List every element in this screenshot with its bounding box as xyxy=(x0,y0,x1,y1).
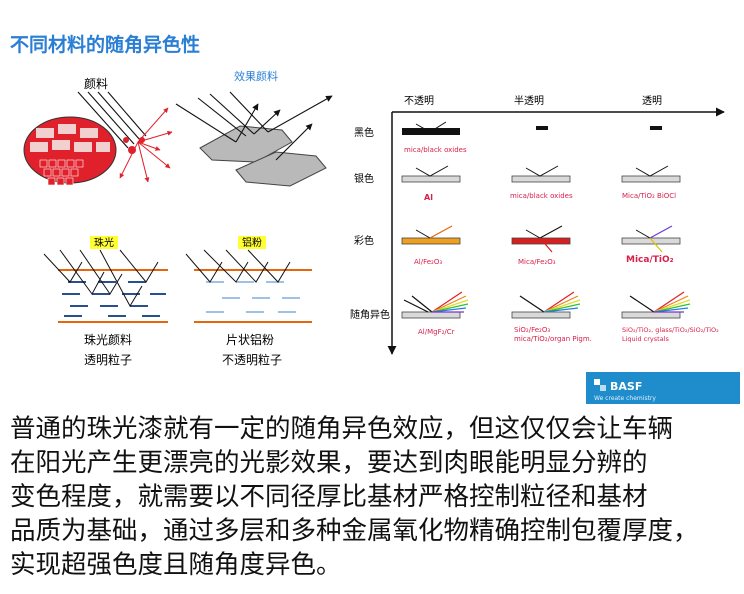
flop-trans-label-2: Liquid crystals xyxy=(622,335,669,343)
silver-bars xyxy=(401,175,681,183)
pearl-layers xyxy=(43,249,168,323)
effect-pigment-label: 效果颜料 xyxy=(234,69,278,83)
effect-pigment-flakes xyxy=(199,125,327,187)
effect-pigment-rays xyxy=(175,91,333,161)
pigment-light-rays xyxy=(77,91,147,149)
color-opaque-label: Al/Fe₂O₃ xyxy=(414,258,442,266)
aluminum-desc: 不透明粒子 xyxy=(222,352,282,367)
pearl-name: 珠光颜料 xyxy=(84,332,132,347)
basf-tagline: We create chemistry xyxy=(594,395,656,402)
flop-rainbow-rays xyxy=(403,291,691,313)
pigment-particle-cluster xyxy=(23,116,117,186)
row-colorflop: 随角异色 xyxy=(350,308,390,321)
black-semi-dash xyxy=(536,126,548,130)
classification-axes xyxy=(387,107,725,355)
column-translucent: 半透明 xyxy=(514,94,544,107)
pigment-scatter-arrows xyxy=(119,107,173,183)
black-opaque-label: mica/black oxides xyxy=(404,146,467,154)
color-opaque-bar xyxy=(401,237,461,245)
column-opaque: 不透明 xyxy=(404,95,434,107)
angle-dependent-color-diagram: 颜料 效果颜料 珠光 xyxy=(23,69,740,404)
silver-opaque-label: Al xyxy=(424,193,433,202)
basf-brand: BASF xyxy=(610,380,642,393)
flop-trans-label-1: SiO₂/TiO₂, glass/TiO₂/SiO₂/TiO₂ xyxy=(622,326,719,334)
aluminum-tag-bg xyxy=(238,236,266,249)
color-trans-label: Mica/TiO₂ xyxy=(626,255,674,265)
row-silver: 银色 xyxy=(354,172,374,185)
flop-bars xyxy=(401,311,681,319)
flop-opaque-label: Al/MgF₂/Cr xyxy=(418,328,455,336)
color-semi-label: Mica/Fe₂O₃ xyxy=(518,258,556,266)
pearl-tag: 珠光 xyxy=(94,236,114,249)
black-trans-dash xyxy=(650,126,662,130)
caption-line: 普通的珠光漆就有一定的随角异色效应，但这仅仅会让车辆 xyxy=(10,414,674,444)
aluminum-tag: 铝粉 xyxy=(242,236,262,249)
caption-line: 变色程度，就需要以不同径厚比基材严格控制粒径和基材 xyxy=(10,482,648,512)
caption-line: 品质为基础，通过多层和多种金属氧化物精确控制包覆厚度， xyxy=(10,516,699,546)
flop-semi-label-2: mica/TiO₂/organ Pigm. xyxy=(514,335,592,343)
column-transparent: 透明 xyxy=(642,95,662,107)
silver-trans-label: Mica/TiO₂ BiOCl xyxy=(622,192,676,200)
flop-semi-label-1: SiO₂/Fe₂O₃ xyxy=(514,326,550,334)
row-black: 黑色 xyxy=(354,126,374,139)
pigment-label: 颜料 xyxy=(84,76,108,91)
row-color: 彩色 xyxy=(354,234,374,247)
pearl-desc: 透明粒子 xyxy=(84,352,132,367)
aluminum-layers xyxy=(185,249,312,323)
pearl-tag-bg xyxy=(90,236,118,249)
caption-line: 实现超强色度且随角度异色。 xyxy=(10,550,342,580)
caption-paragraph: 普通的珠光漆就有一定的随角异色效应，但这仅仅会让车辆 在阳光产生更漂亮的光影效果… xyxy=(10,412,740,582)
basf-logo: BASF We create chemistry xyxy=(586,372,740,404)
caption-line: 在阳光产生更漂亮的光影效果，要达到肉眼能明显分辨的 xyxy=(10,448,648,478)
aluminum-name: 片状铝粉 xyxy=(226,332,274,347)
page-title: 不同材料的随角异色性 xyxy=(10,34,201,56)
silver-semi-label: mica/black oxides xyxy=(510,192,573,200)
